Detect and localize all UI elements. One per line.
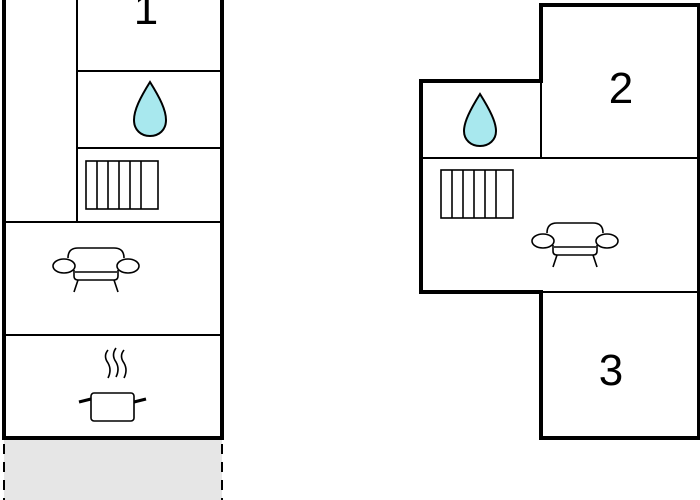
radiator-icon xyxy=(85,160,159,210)
room-label-3: 3 xyxy=(599,346,623,395)
cooking-pot-icon xyxy=(78,347,147,422)
room-label-2: 2 xyxy=(609,64,633,113)
water-drop-icon xyxy=(132,80,168,138)
sofa-icon xyxy=(531,222,619,268)
water-drop-icon xyxy=(462,92,498,148)
radiator-icon xyxy=(440,169,514,219)
sofa-icon xyxy=(52,247,140,293)
room-label-1: 1 xyxy=(134,0,158,34)
right-unit: 2 3 xyxy=(419,3,700,440)
terrace-area xyxy=(4,440,222,500)
right-unit-outline xyxy=(419,3,700,440)
left-unit: 1 xyxy=(2,0,224,500)
